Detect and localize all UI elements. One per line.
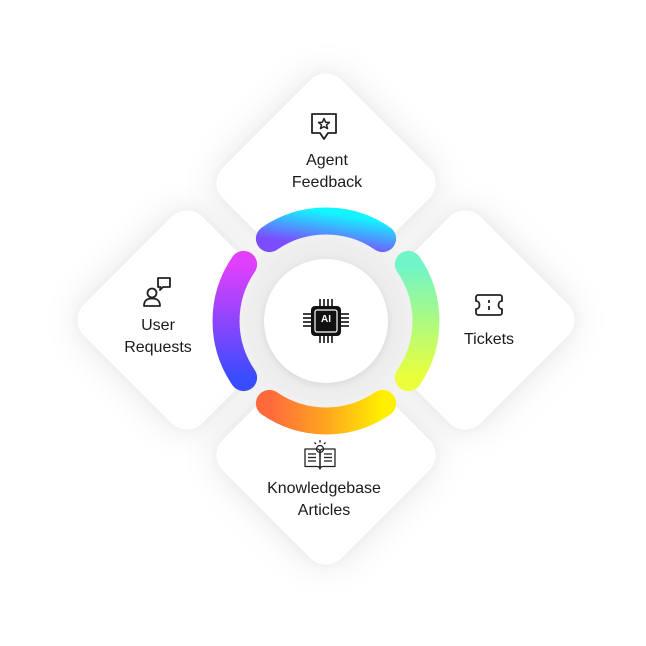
user-chat-icon <box>141 276 173 308</box>
open-book-lightbulb-icon <box>303 439 337 471</box>
knowledgebase-articles-label: Knowledgebase Articles <box>267 480 381 519</box>
ring-segment-left <box>212 250 258 392</box>
user-requests-label: User Requests <box>124 317 192 356</box>
ticket-icon <box>474 293 504 317</box>
ai-label: AI <box>321 314 331 325</box>
ring-segment-top <box>255 207 397 253</box>
agent-feedback-label: Agent Feedback <box>291 152 363 191</box>
ring-segment-bottom <box>255 389 397 435</box>
ring-segment-right <box>394 250 440 392</box>
tickets-label: Tickets <box>463 331 515 348</box>
star-speech-bubble-icon <box>309 112 339 142</box>
ai-chip-icon <box>301 296 351 346</box>
